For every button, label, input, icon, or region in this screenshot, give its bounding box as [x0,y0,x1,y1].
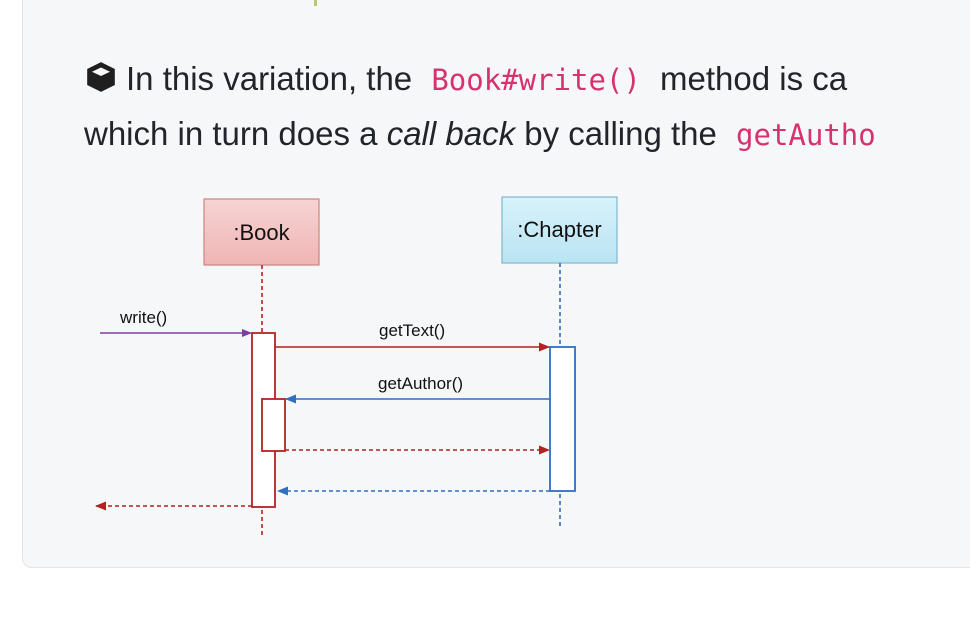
paragraph-line-2: which in turn does a call back by callin… [84,107,970,162]
book-header-box [203,198,320,266]
message-write-label: write() [119,308,167,327]
cube-icon [87,62,115,92]
book-callback-activation-bar [261,398,286,452]
description-paragraph: In this variation, the Book#write() meth… [84,52,970,162]
book-label: :Book [233,220,290,245]
text-call-back: call back [386,115,516,152]
text-line2-mid: by calling the [524,115,717,152]
text-line1-suffix: method is ca [660,60,848,97]
message-gettext-label: getText() [379,321,445,340]
paragraph-line-1: In this variation, the Book#write() meth… [84,52,970,107]
chapter-label: :Chapter [517,217,601,242]
text-line2-prefix: which in turn does a [84,115,378,152]
message-getauthor-label: getAuthor() [378,374,463,393]
lifeline-chapter: :Chapter [501,196,618,528]
content-panel [22,0,970,568]
text-line1-prefix: In this variation, the [126,60,413,97]
divider-mark [314,0,317,6]
code-get-author: getAutho [736,118,876,152]
chapter-header-box [501,196,618,264]
code-book-write: Book#write() [431,63,641,97]
chapter-activation-bar [549,346,576,492]
